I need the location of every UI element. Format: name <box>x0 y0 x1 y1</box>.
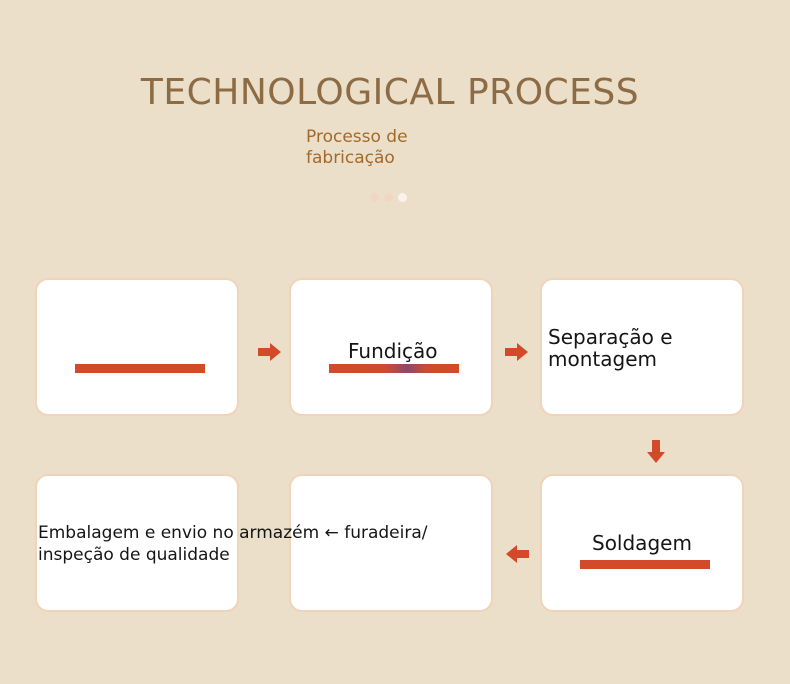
step-label: Fundição <box>348 339 438 363</box>
arrow-left-icon <box>505 545 529 563</box>
process-step-2: Fundição <box>289 278 493 416</box>
process-step-3: Separação e montagem <box>540 278 744 416</box>
arrow-down-icon <box>647 440 665 464</box>
page-subtitle: Processo de fabricação <box>306 127 408 168</box>
arrow-right-icon <box>505 343 529 361</box>
arrow-right-icon <box>258 343 282 361</box>
carousel-dots <box>370 193 407 202</box>
step-label: Soldagem <box>592 531 692 555</box>
overlay-caption: Embalagem e envio no armazém ← furadeira… <box>38 523 428 565</box>
carousel-dot[interactable] <box>370 193 379 202</box>
carousel-dot[interactable] <box>384 193 393 202</box>
process-step-6 <box>35 474 239 612</box>
page-title: TECHNOLOGICAL PROCESS <box>140 72 640 113</box>
process-step-1 <box>35 278 239 416</box>
process-step-5 <box>289 474 493 612</box>
step-underline <box>75 364 205 373</box>
step-underline <box>329 364 459 373</box>
carousel-dot[interactable] <box>398 193 407 202</box>
step-label: Separação e montagem <box>548 325 673 371</box>
process-step-4: Soldagem <box>540 474 744 612</box>
step-underline <box>580 560 710 569</box>
